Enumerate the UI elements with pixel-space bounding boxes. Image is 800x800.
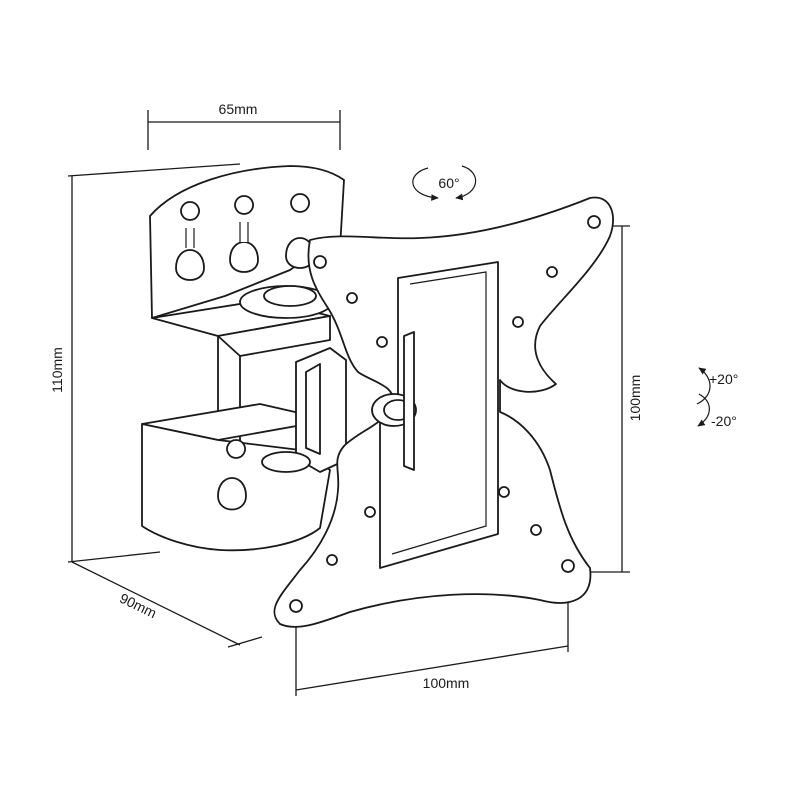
swivel-angle-label: 60° bbox=[438, 175, 459, 191]
swivel-arrow-left-icon bbox=[412, 167, 439, 201]
tilt-down-label: -20° bbox=[711, 413, 737, 429]
swivel-arrow-right-icon bbox=[455, 165, 477, 201]
pivot-joint bbox=[239, 285, 347, 473]
dimension-label-65mm: 65mm bbox=[219, 101, 258, 117]
swivel-indicator: 60° bbox=[412, 165, 477, 201]
center-bolt bbox=[371, 331, 417, 471]
keyhole-slot-2 bbox=[229, 195, 259, 273]
mounting-holes bbox=[289, 215, 601, 613]
tilt-up-label: +20° bbox=[709, 371, 738, 387]
keyhole-slot-1 bbox=[175, 201, 205, 281]
tilt-indicator: +20° -20° bbox=[696, 367, 738, 429]
dimension-65mm: 65mm bbox=[147, 101, 341, 150]
vesa-plate bbox=[273, 196, 614, 628]
dimension-label-110mm: 110mm bbox=[49, 347, 65, 393]
dimension-110mm: 110mm bbox=[49, 163, 241, 563]
dimension-label-100mm-horizontal: 100mm bbox=[423, 675, 470, 691]
tilt-down-arrow-icon bbox=[697, 393, 710, 427]
dimension-100mm-vertical: 100mm bbox=[588, 225, 643, 573]
dimension-100mm-horizontal: 100mm bbox=[295, 578, 569, 696]
keyhole-slot-4 bbox=[217, 439, 247, 511]
dimension-90mm: 90mm bbox=[71, 561, 263, 648]
dimension-label-100mm-vertical: 100mm bbox=[627, 375, 643, 422]
keyhole-slot-3 bbox=[285, 193, 315, 269]
tilt-up-arrow-icon bbox=[696, 367, 711, 405]
